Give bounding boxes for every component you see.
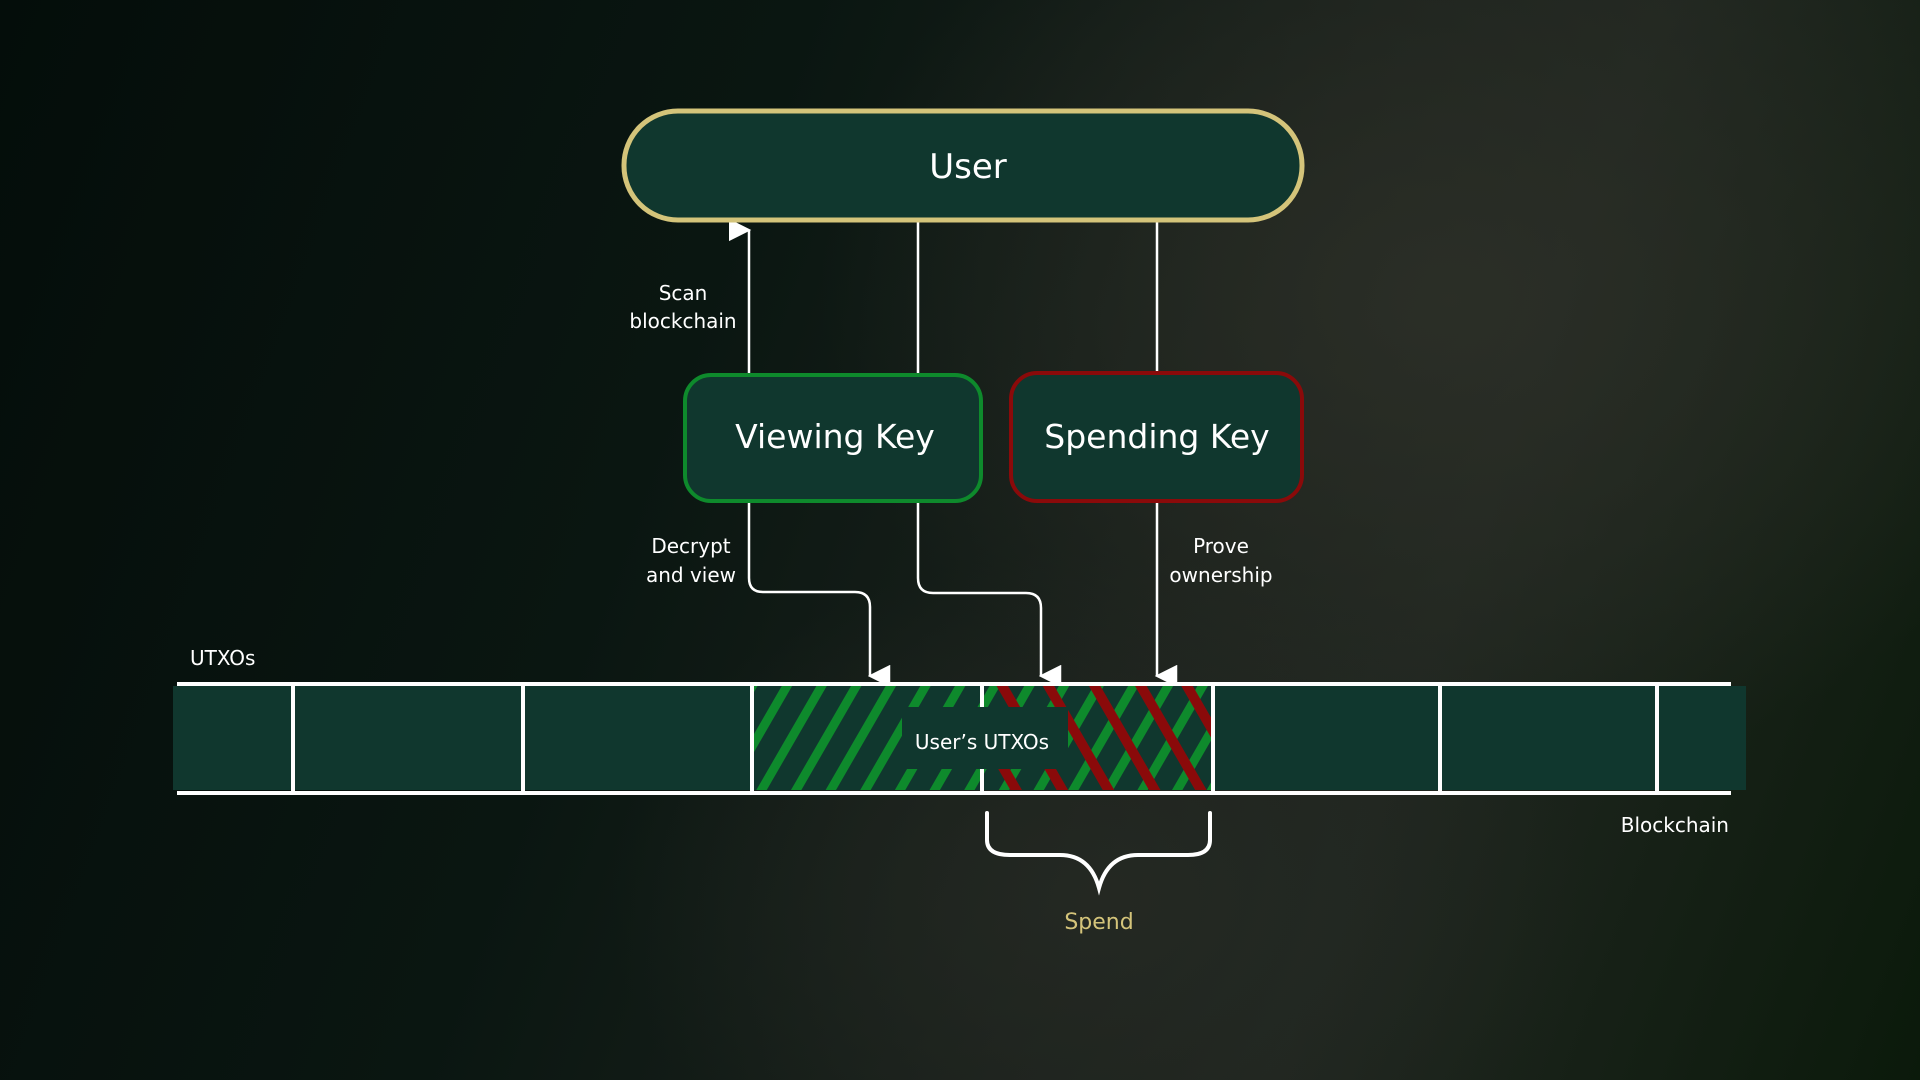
prove-label-line1: Prove: [1193, 534, 1249, 558]
spending-key-node: Spending Key: [1009, 371, 1304, 503]
blockchain-label: Blockchain: [1621, 813, 1729, 837]
scan-label-line1: Scan: [659, 281, 708, 305]
decrypt-arrow: [747, 501, 891, 688]
utxos-label: UTXOs: [190, 646, 255, 670]
scan-label-line2: blockchain: [629, 309, 736, 333]
user-node-box: [621, 108, 1305, 223]
blockchain-bar: User’s UTXOs: [173, 682, 1746, 795]
users-utxos-label-box: [902, 707, 1068, 769]
viewing-key-second-arrow: [916, 501, 1062, 688]
viewing-key-label: Viewing Key: [735, 417, 935, 456]
user-node-label: User: [929, 147, 1007, 187]
decrypt-label-line1: Decrypt: [651, 534, 730, 558]
spending-key-box: [1009, 371, 1304, 503]
spending-key-label: Spending Key: [1044, 417, 1269, 456]
decrypt-label-line2: and view: [646, 563, 736, 587]
connectors: [728, 218, 1178, 688]
spend-label: Spend: [1064, 910, 1133, 935]
users-utxos-label: User’s UTXOs: [915, 730, 1049, 754]
user-node: User: [621, 108, 1305, 223]
viewing-key-node: Viewing Key: [683, 373, 983, 503]
spend-brace: [985, 811, 1212, 896]
prove-label-line2: ownership: [1169, 563, 1272, 587]
viewing-key-box: [683, 373, 983, 503]
